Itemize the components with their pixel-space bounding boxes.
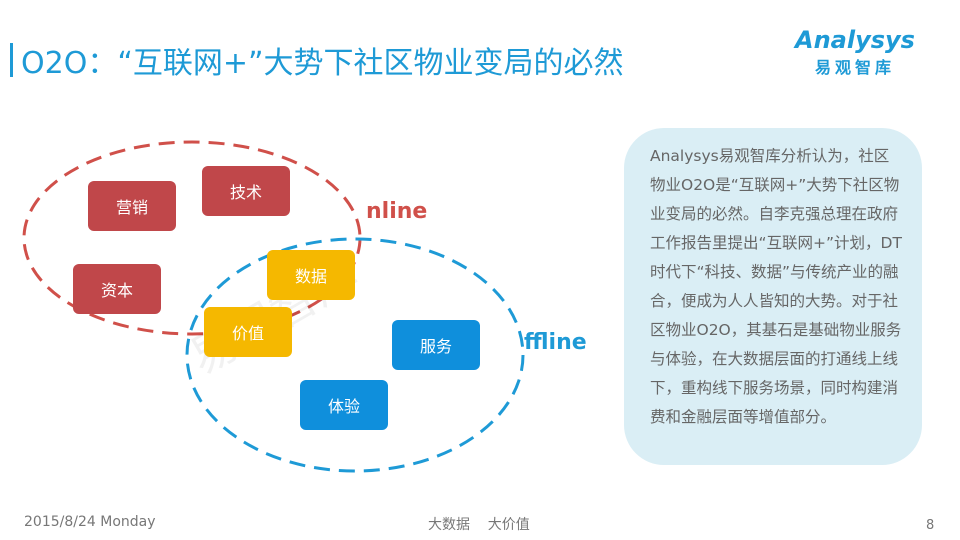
logo-cn: 易观智库 [814,58,895,77]
offline-ellipse [185,237,525,473]
offline-label: ffline [524,330,587,355]
logo-en: Analysys [795,26,915,54]
analysys-logo: Analysys 易观智库 [795,26,915,78]
footer-slogan: 大数据 大价值 [428,517,530,533]
title-bar [10,43,13,77]
title-text: O2O：“互联网+”大势下社区物业变局的必然 [21,46,624,81]
box-value: 价值 [204,307,292,357]
page-number: 8 [926,518,935,533]
box-service: 服务 [392,320,480,370]
page-title: O2O：“互联网+”大势下社区物业变局的必然 [10,38,624,82]
box-marketing: 营销 [88,181,176,231]
analysis-note: Analysys易观智库分析认为，社区物业O2O是“互联网+”大势下社区物业变局… [624,128,922,465]
box-capital: 资本 [73,264,161,314]
footer-date: 2015/8/24 Monday [24,514,156,530]
box-data: 数据 [267,250,355,300]
box-experience: 体验 [300,380,388,430]
box-tech: 技术 [202,166,290,216]
online-label: nline [366,199,428,224]
